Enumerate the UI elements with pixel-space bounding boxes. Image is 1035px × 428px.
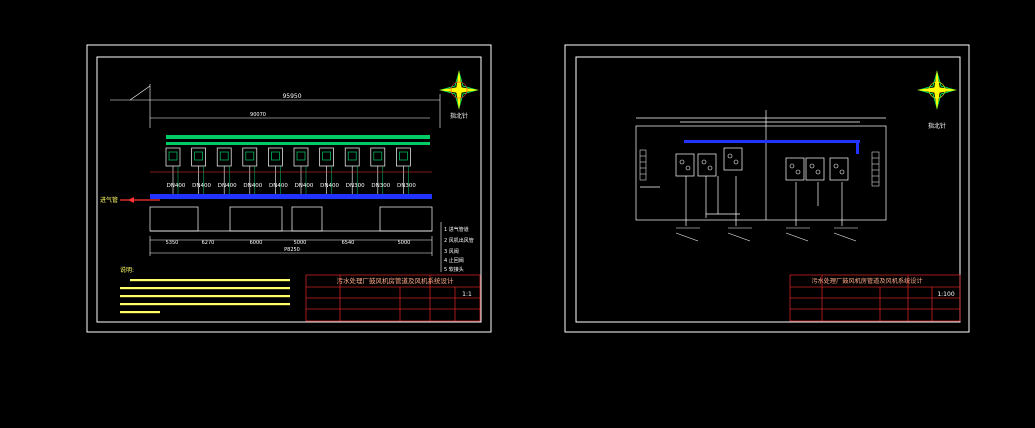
blower-unit: [216, 147, 232, 194]
right-compass-icon: [917, 70, 957, 110]
right-sheet: 指北针 污水处理厂鼓风机房管道及风机系统设计 1:100: [564, 44, 970, 333]
dim-segment-label: 6000: [250, 240, 263, 246]
pipe-size-label: DN300: [397, 183, 416, 189]
left-title-block-scale: 1:1: [462, 291, 472, 298]
pipe-size-label: DN400: [167, 183, 186, 189]
blower-unit-elevation: [805, 157, 825, 181]
pipe-size-label: DN400: [192, 183, 211, 189]
blower-unit: [293, 147, 309, 194]
left-dim-overall-bottom: P8250: [284, 247, 300, 253]
left-dim-overall-top: 95950: [282, 93, 301, 100]
blower-unit: [268, 147, 283, 194]
pipe-size-label: DN400: [243, 183, 262, 189]
left-note-lines: [120, 279, 290, 314]
left-compass-icon: [439, 70, 479, 110]
right-compass-label: 指北针: [928, 122, 946, 130]
dim-segment-label: 5000: [294, 240, 307, 246]
right-title-block-title: 污水处理厂鼓风机房管道及风机系统设计: [811, 277, 922, 285]
pipe-size-label: DN300: [346, 183, 365, 189]
left-main-pipe: [120, 194, 432, 203]
left-room-blocks: [149, 206, 433, 232]
right-wall-hatching: [639, 149, 880, 187]
right-title-block: [789, 274, 961, 322]
blower-unit: [370, 147, 386, 194]
dim-segment-label: 6270: [202, 240, 215, 246]
pipe-size-label: DN400: [320, 183, 339, 189]
left-fitting-strip: [166, 135, 430, 145]
left-bottom-dim-texts: 5350 6270 6000 5000 6540 5000: [166, 240, 411, 246]
blower-unit-elevation: [723, 147, 743, 171]
left-dim-sub-top: 90070: [250, 112, 266, 118]
legend-item-3: 3 风阀: [444, 248, 459, 255]
legend-item-2: 2 风机出风管: [444, 237, 474, 244]
right-pipe-drops: [685, 176, 843, 226]
blower-unit: [165, 147, 181, 194]
blower-unit: [344, 147, 360, 194]
dim-segment-label: 5000: [398, 240, 411, 246]
right-sheet-inner-frame: [575, 56, 961, 323]
blower-unit: [191, 147, 206, 194]
left-note-heading: 说明:: [120, 266, 134, 274]
left-inlet-label: 进气管: [100, 196, 118, 204]
legend-item-4: 4 止回阀: [444, 257, 464, 264]
left-bottom-dimensions: [149, 236, 433, 256]
right-title-block-scale: 1:100: [937, 291, 954, 298]
left-title-block: [305, 274, 481, 322]
right-blue-pipe: [684, 140, 860, 154]
right-sheet-outer-frame: [564, 44, 970, 333]
right-blower-units: [675, 147, 849, 181]
left-pipe-labels: DN400 DN400 DN400 DN400 DN400 DN400 DN400 DN300…: [150, 171, 432, 189]
legend-item-5: 5 软接头: [444, 266, 464, 273]
pipe-size-label: DN400: [295, 183, 314, 189]
dim-segment-label: 6540: [342, 240, 355, 246]
dim-segment-label: 5350: [166, 240, 179, 246]
blower-unit-elevation: [675, 153, 695, 177]
left-legend: 1 进气管道 2 风机出风管 3 风阀 4 止回阀 5 软接头: [440, 222, 474, 273]
left-blower-units: [165, 147, 411, 194]
left-top-dimensions: [110, 84, 441, 128]
blower-unit-elevation: [785, 157, 805, 181]
blower-unit: [396, 147, 411, 194]
blower-unit-elevation: [697, 153, 717, 177]
pipe-size-label: DN300: [371, 183, 390, 189]
left-compass-label: 指北针: [450, 112, 468, 120]
left-sheet-outer-frame: [86, 44, 492, 333]
left-sheet-inner-frame: [96, 56, 482, 323]
blower-unit-elevation: [829, 157, 849, 181]
pipe-size-label: DN400: [218, 183, 237, 189]
pipe-size-label: DN400: [269, 183, 288, 189]
right-building-outline: [635, 110, 887, 221]
blower-unit: [319, 147, 334, 194]
right-drop-markers: [675, 227, 858, 242]
left-title-block-title: 污水处理厂鼓风机房管道及风机系统设计: [337, 276, 455, 285]
legend-item-1: 1 进气管道: [444, 226, 469, 233]
blower-unit: [242, 147, 258, 194]
